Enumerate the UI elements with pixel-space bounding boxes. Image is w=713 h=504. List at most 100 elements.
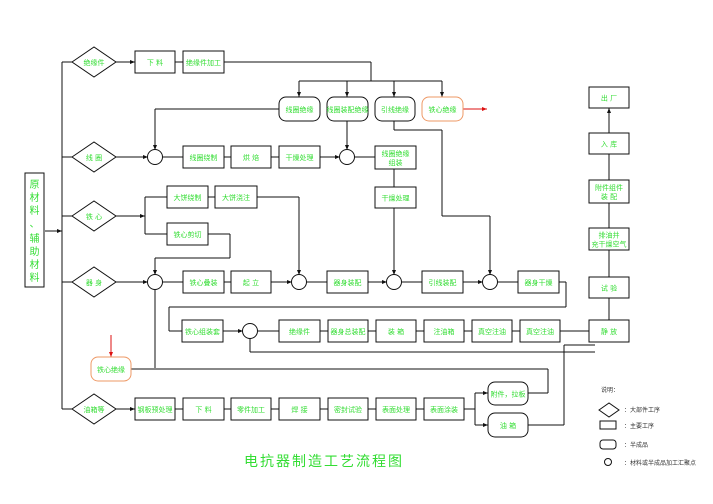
node-label: 绝缘件	[84, 58, 105, 67]
rounded-nodes: 线圈绝缘线圈装配绝缘引线绝缘铁心绝缘铁心绝缘附件，拉板油 箱	[90, 96, 529, 438]
node-label: 真空注油	[526, 327, 554, 336]
process-box-r_qg[interactable]: 起 立	[230, 270, 272, 294]
node-label: 装 配	[601, 192, 617, 201]
node-label: 大饼浇注	[222, 193, 250, 202]
semi-product-p_txjy2[interactable]: 铁心绝缘	[90, 356, 132, 382]
semi-product-p_fj[interactable]: 附件，拉板	[487, 381, 529, 406]
diamond-d2[interactable]: 线 圈	[71, 141, 117, 173]
node-label: 器身总装配	[331, 327, 366, 336]
process-box-r_tqjq[interactable]: 大饼绕制	[166, 185, 209, 209]
connectors	[45, 60, 611, 427]
node-label: 线圈绝缘	[286, 105, 314, 114]
node-label: 表面处理	[382, 405, 410, 414]
diamond-d1[interactable]: 绝缘件	[71, 46, 117, 78]
side-char: 材	[30, 191, 40, 204]
node-label: 线圈绝缘	[382, 149, 410, 158]
node-label: 真空注油	[478, 327, 506, 336]
side-label-raw-materials: 原 材 料 、 辅 助 材 料	[24, 172, 45, 288]
process-box-r_txjzp[interactable]: 铁心组装套	[181, 319, 224, 343]
node-label: 大饼绕制	[174, 193, 202, 202]
process-box-r_zq[interactable]: 装 箱	[375, 319, 417, 343]
node-label: 组装	[389, 158, 403, 167]
side-char: 辅	[30, 232, 40, 245]
process-box-r_tqjz[interactable]: 大饼浇注	[214, 185, 258, 209]
process-box-r_sy[interactable]: 试 验	[588, 276, 630, 299]
process-box-r_qszp[interactable]: 器身装配	[326, 270, 369, 294]
process-box-r_jy[interactable]: 静 放	[588, 319, 630, 343]
legend-item: ：半成品	[624, 441, 648, 449]
process-box-r_xl2[interactable]: 下 料	[182, 397, 225, 421]
legend-circle-icon	[604, 458, 612, 466]
rect-nodes: 下 料绝缘件加工线圈绕制烘 焙干燥处理线圈绝缘组装干燥处理大饼绕制大饼浇注铁心剪…	[134, 50, 630, 421]
process-box-r_gzcl2[interactable]: 干燥处理	[374, 186, 417, 209]
node-label: 绝缘件	[289, 327, 310, 336]
legend: 说明： ：大部件工序 ：主要工序 ：半成品 ：材料或半成品加工汇聚点	[598, 386, 696, 467]
legend-diamond-icon	[598, 402, 620, 418]
side-char: 、	[30, 219, 40, 230]
node-label: 出 厂	[601, 94, 617, 103]
semi-product-p_txjy1[interactable]: 铁心绝缘	[421, 96, 464, 122]
semi-product-p_xqjy[interactable]: 线圈绝缘	[278, 96, 321, 122]
side-char: 料	[30, 271, 40, 284]
semi-product-p_yxjy[interactable]: 引线绝缘	[374, 96, 416, 122]
process-box-r_tczp[interactable]: 铁心叠装	[182, 270, 225, 294]
legend-heading: 说明：	[601, 386, 619, 394]
process-box-r_gbcl[interactable]: 钢板预处理	[134, 397, 176, 421]
node-label: 充干燥空气	[592, 240, 627, 249]
process-box-r_sysl[interactable]: 密封试验	[327, 397, 369, 421]
junction-circle	[482, 274, 498, 290]
process-box-r_jjjg[interactable]: 零件加工	[230, 397, 272, 421]
process-box-r_gzyz[interactable]: 干燥处理	[278, 145, 321, 169]
node-label: 油 箱	[500, 421, 516, 430]
diamond-d3[interactable]: 铁 心	[71, 200, 117, 232]
node-label: 附件，拉板	[491, 390, 526, 399]
diamond-d5[interactable]: 油箱等	[71, 393, 117, 425]
node-label: 钢板预处理	[138, 405, 173, 414]
junction-circle	[291, 274, 307, 290]
process-box-r_jyl[interactable]: 绝缘件	[278, 319, 321, 343]
process-box-r_qsgz[interactable]: 器身干燥	[517, 270, 560, 294]
node-label: 试 验	[601, 284, 617, 293]
process-box-r_yxzp[interactable]: 引线装配	[421, 270, 464, 294]
side-char: 助	[30, 245, 40, 258]
node-label: 器 身	[86, 278, 102, 287]
junction-circle	[147, 149, 163, 165]
process-box-r_txjq[interactable]: 铁心剪切	[166, 222, 209, 246]
legend-item: ：大部件工序	[624, 406, 660, 414]
process-box-r_yxpt[interactable]: 表面涂装	[423, 397, 465, 421]
node-label: 下 料	[195, 405, 211, 414]
legend-item: ：材料或半成品加工汇聚点	[624, 459, 696, 467]
process-box-r_hx[interactable]: 烘 焙	[230, 145, 272, 169]
node-label: 铁心绝缘	[429, 105, 457, 114]
node-label: 附件组件	[595, 183, 623, 192]
junction-circle	[386, 274, 402, 290]
process-box-r_yxcl[interactable]: 表面处理	[375, 397, 417, 421]
side-char: 材	[30, 258, 40, 271]
node-label: 线圈装配绝缘	[327, 105, 369, 114]
node-label: 密封试验	[334, 405, 362, 414]
process-box-r_zyj[interactable]: 注油箱	[423, 319, 465, 343]
legend-item: ：主要工序	[624, 422, 654, 430]
node-label: 铁心绝缘	[97, 365, 125, 374]
process-box-r_cc[interactable]: 出 厂	[588, 86, 630, 109]
node-label: 起 立	[243, 278, 259, 287]
process-box-r_zkzy[interactable]: 真空注油	[471, 319, 513, 343]
process-box-r_hj[interactable]: 焊 接	[278, 397, 321, 421]
node-label: 器身干燥	[525, 278, 553, 287]
node-label: 零件加工	[237, 405, 265, 414]
process-box-r_jyjjg[interactable]: 绝缘件加工	[182, 50, 225, 74]
process-box-r_qszhzp[interactable]: 器身总装配	[327, 319, 369, 343]
process-box-r_rk[interactable]: 入 库	[588, 132, 630, 155]
process-box-r_xqrz[interactable]: 线圈绕制	[182, 145, 225, 169]
semi-product-p_yx[interactable]: 油 箱	[487, 412, 529, 438]
side-char: 原	[30, 179, 40, 191]
legend-rect-icon	[599, 420, 617, 430]
semi-product-p_xqzpjy[interactable]: 线圈装配绝缘	[326, 96, 369, 122]
diamond-d4[interactable]: 器 身	[71, 266, 117, 298]
process-box-row5-last[interactable]: 真空注油	[519, 319, 561, 343]
process-box-r_xialiao1[interactable]: 下 料	[134, 50, 176, 74]
